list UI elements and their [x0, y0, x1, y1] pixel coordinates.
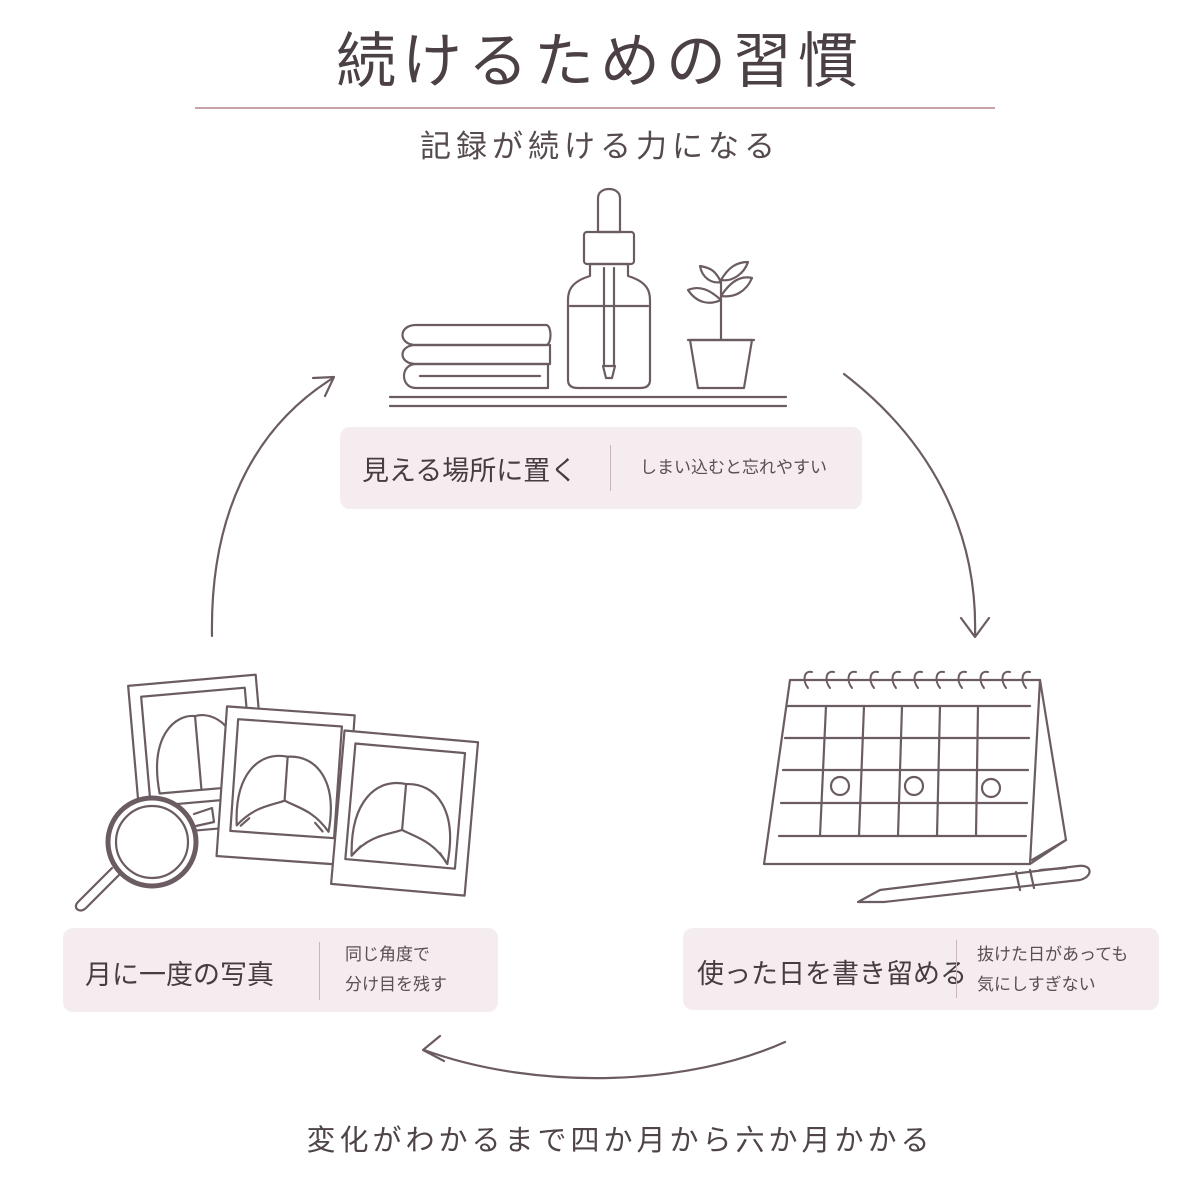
card-divider [956, 940, 957, 998]
cycle-arrow-bottom [421, 1034, 787, 1080]
step-main-label: 見える場所に置く [362, 456, 578, 487]
card-divider [610, 445, 611, 491]
title-underline [195, 107, 995, 109]
footer-note: 変化がわかるまで四か月から六か月かかる [306, 1123, 934, 1157]
page-subtitle: 記録が続ける力になる [420, 129, 780, 165]
step-card-log: 使った日を書き留める 抜けた日があっても 気にしすぎない [683, 928, 1159, 1010]
step-note-line-2: 気にしすぎない [977, 975, 1096, 995]
step-card-photo: 月に一度の写真 同じ角度で 分け目を残す [63, 928, 498, 1012]
step-note-line-1: 抜けた日があっても [977, 945, 1129, 965]
card-divider [319, 942, 320, 1000]
step-card-placement: 見える場所に置く しまい込むと忘れやすい [340, 427, 862, 509]
calendar-illustration-icon [762, 670, 1091, 904]
cycle-arrow-top-right [842, 372, 991, 639]
step-main-label: 月に一度の写真 [85, 960, 274, 991]
shelf-illustration-icon [388, 187, 788, 408]
photos-illustration-icon [74, 673, 480, 912]
step-note: しまい込むと忘れやすい [640, 458, 827, 478]
cycle-arrow-left [210, 375, 336, 638]
step-main-label: 使った日を書き留める [697, 959, 967, 990]
step-note-line-2: 分け目を残す [345, 975, 447, 995]
step-note-line-1: 同じ角度で [345, 945, 430, 965]
page-title: 続けるための習慣 [336, 27, 864, 97]
